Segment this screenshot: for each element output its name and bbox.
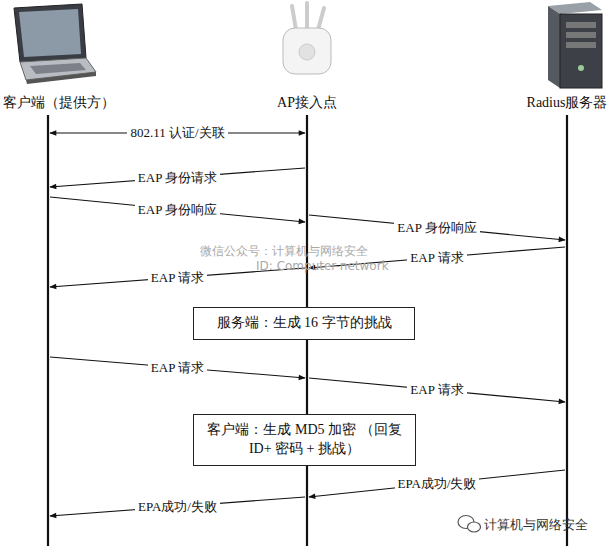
message-arrow [50, 357, 305, 378]
wechat-icon [458, 516, 481, 533]
participant-label: AP接入点 [277, 94, 337, 112]
access-point-icon [283, 3, 331, 74]
watermark: ID: Computer-network [256, 259, 389, 273]
message-label: EAP 身份响应 [135, 202, 220, 218]
lifeline [566, 115, 568, 546]
message-arrow [50, 168, 305, 187]
message-arrow [309, 470, 565, 497]
message-arrow [50, 497, 305, 516]
server-icon [548, 2, 602, 88]
server-participant: Radius服务器 [527, 94, 608, 112]
brand-label: 计算机与网络安全 [484, 516, 588, 534]
message-label: EAP 身份请求 [135, 170, 220, 186]
lifeline [47, 115, 49, 546]
process-note: 服务端：生成 16 字节的挑战 [193, 307, 415, 340]
ap-participant: AP接入点 [277, 94, 337, 112]
message-label: EAP 请求 [148, 360, 207, 376]
message-label: 802.11 认证/关联 [127, 125, 227, 141]
watermark: 微信公众号：计算机与网络安全 [200, 243, 368, 260]
message-label: EAP 请求 [407, 250, 466, 266]
message-label: EPA成功/失败 [135, 499, 220, 515]
message-label: EAP 身份响应 [394, 220, 479, 236]
message-label: EAP 请求 [148, 270, 207, 286]
laptop-icon [14, 4, 96, 84]
message-arrow [309, 215, 565, 240]
message-arrow [309, 378, 565, 402]
note-text: 客户端：生成 MD5 加密 （回复 ID+ 密码 + 挑战） [204, 421, 405, 459]
message-arrow [50, 197, 305, 222]
participant-label: 客户端（提供方） [3, 94, 115, 112]
message-label: EAP 请求 [407, 382, 466, 398]
process-note: 客户端：生成 MD5 加密 （回复 ID+ 密码 + 挑战） [193, 414, 416, 466]
client-participant: 客户端（提供方） [3, 94, 115, 112]
message-label: EPA成功/失败 [395, 476, 480, 492]
note-text: 服务端：生成 16 字节的挑战 [204, 314, 404, 333]
participant-label: Radius服务器 [527, 94, 608, 112]
